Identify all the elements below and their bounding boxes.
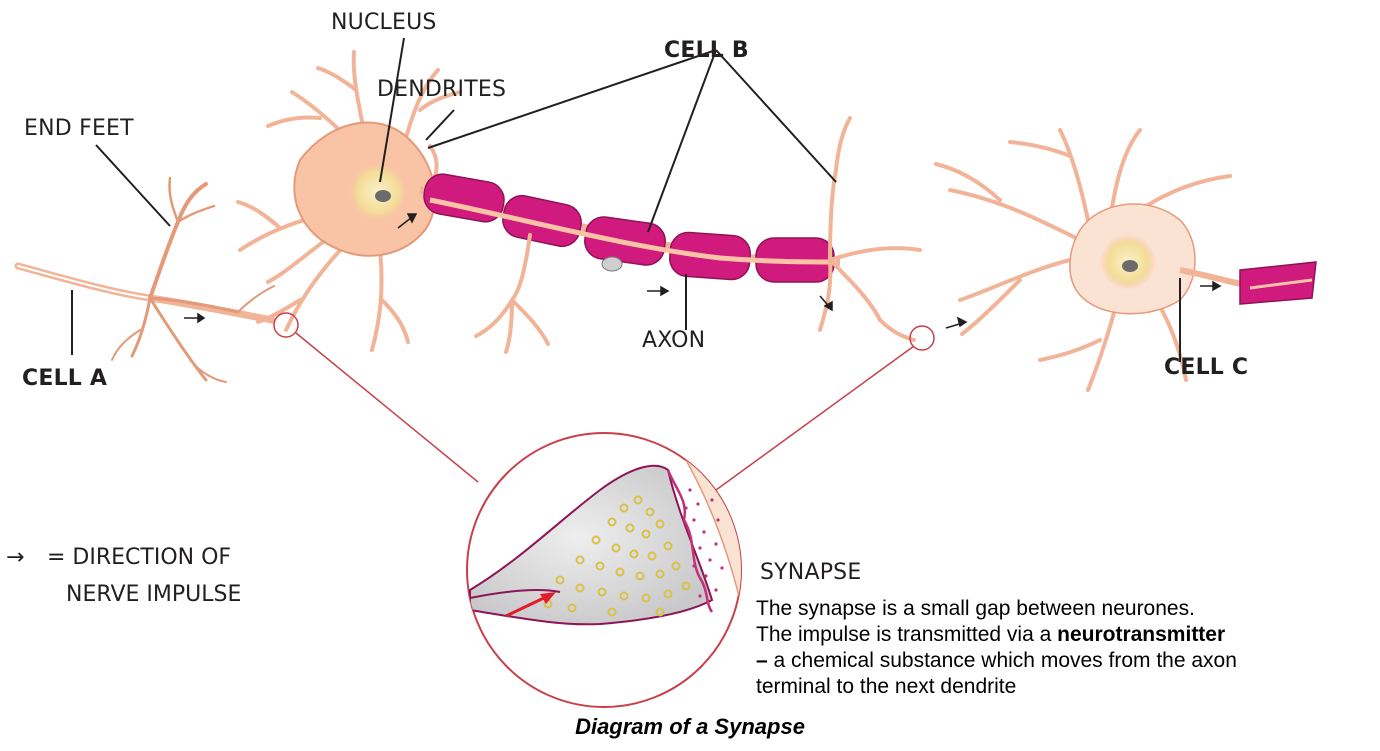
description-line-3: – a chemical substance which moves from … bbox=[756, 648, 1376, 674]
label-end-feet: END FEET bbox=[24, 116, 134, 141]
description-line-4: terminal to the next dendrite bbox=[756, 674, 1376, 700]
description-line-3-text: a chemical substance which moves from th… bbox=[768, 649, 1237, 672]
description-line-2: The impulse is transmitted via a neurotr… bbox=[756, 622, 1376, 648]
legend: → = DIRECTION OF NERVE IMPULSE bbox=[6, 539, 241, 613]
synapse-description: The synapse is a small gap between neuro… bbox=[756, 596, 1376, 700]
label-dendrites: DENDRITES bbox=[377, 77, 506, 102]
legend-line-2: NERVE IMPULSE bbox=[6, 576, 241, 613]
legend-arrow-icon: → bbox=[6, 539, 40, 576]
description-line-1: The synapse is a small gap between neuro… bbox=[756, 596, 1376, 622]
diagram-caption: Diagram of a Synapse bbox=[0, 714, 1380, 740]
cell-b-axon bbox=[420, 118, 920, 352]
label-nucleus: NUCLEUS bbox=[331, 10, 437, 35]
label-cell-a: CELL A bbox=[22, 366, 107, 391]
legend-line-1: = DIRECTION OF bbox=[47, 545, 231, 570]
label-synapse: SYNAPSE bbox=[760, 560, 861, 585]
label-axon: AXON bbox=[642, 328, 705, 353]
description-dash: – bbox=[756, 649, 768, 672]
label-cell-c: CELL C bbox=[1164, 355, 1248, 380]
cell-a bbox=[18, 178, 274, 382]
label-cell-b: CELL B bbox=[664, 38, 749, 63]
description-line-2-text: The impulse is transmitted via a bbox=[756, 623, 1057, 646]
description-term-neurotransmitter: neurotransmitter bbox=[1057, 623, 1225, 646]
cell-c bbox=[936, 130, 1316, 390]
